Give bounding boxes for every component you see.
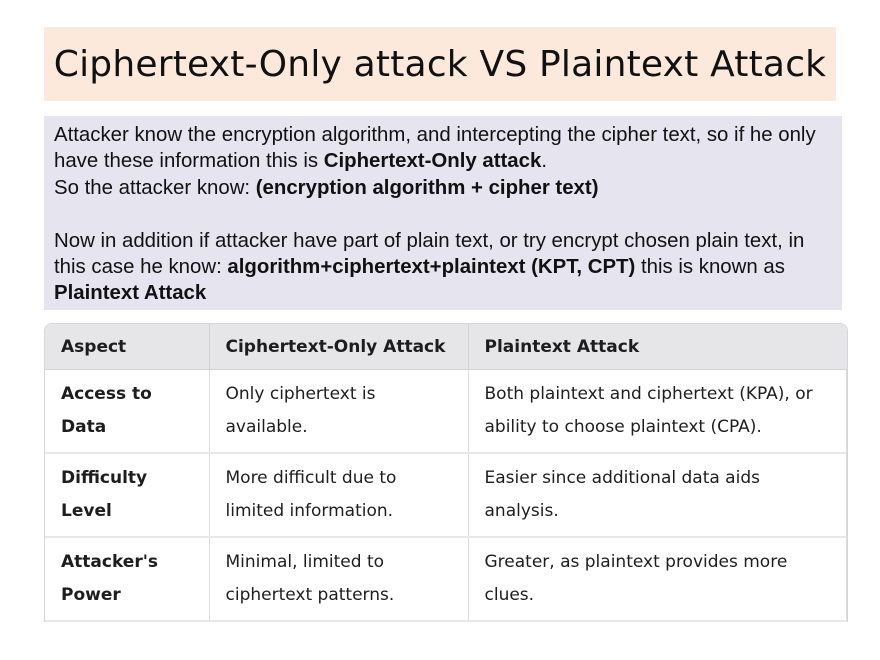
text: .	[541, 150, 547, 173]
cell-ciphertext-only: Only ciphertext is available.	[209, 369, 469, 454]
cell-aspect: Attacker's Power	[45, 537, 210, 622]
cell-aspect: Difficulty Level	[45, 453, 210, 538]
text: this is known as	[635, 256, 785, 279]
comparison-table: Aspect Ciphertext-Only Attack Plaintext …	[45, 324, 847, 622]
text: So the attacker know:	[54, 176, 256, 199]
paragraph-spacer	[54, 201, 832, 227]
description-paragraph-3: Now in addition if attacker have part of…	[54, 228, 832, 307]
cell-plaintext: Both plaintext and ciphertext (KPA), or …	[468, 369, 847, 454]
description-paragraph-1: Attacker know the encryption algorithm, …	[54, 122, 832, 175]
cell-plaintext: Greater, as plaintext provides more clue…	[468, 537, 847, 622]
cell-ciphertext-only: Minimal, limited to ciphertext patterns.	[209, 537, 469, 622]
comparison-table-container: Aspect Ciphertext-Only Attack Plaintext …	[44, 323, 848, 622]
text: Now in addition if attacker have part of…	[54, 229, 805, 279]
header-aspect: Aspect	[45, 324, 210, 370]
text: Attacker know the encryption algorithm, …	[54, 124, 816, 173]
bold-term: Ciphertext-Only attack	[323, 150, 542, 173]
cell-plaintext: Easier since additional data aids analys…	[468, 453, 847, 538]
bold-term: Plaintext Attack	[54, 282, 207, 305]
table-header-row: Aspect Ciphertext-Only Attack Plaintext …	[45, 324, 847, 370]
table-row: Attacker's Power Minimal, limited to cip…	[45, 537, 847, 622]
table-row: Access to Data Only ciphertext is availa…	[45, 369, 847, 454]
title-banner: Ciphertext-Only attack VS Plaintext Atta…	[44, 27, 836, 101]
header-plaintext: Plaintext Attack	[468, 324, 847, 370]
bold-term: algorithm+ciphertext+plaintext (KPT, CPT…	[227, 256, 636, 279]
description-box: Attacker know the encryption algorithm, …	[44, 116, 842, 310]
cell-aspect: Access to Data	[45, 369, 210, 454]
bold-term: (encryption algorithm + cipher text)	[255, 176, 599, 199]
slide-title: Ciphertext-Only attack VS Plaintext Atta…	[53, 43, 827, 85]
table-row: Difficulty Level More difficult due to l…	[45, 453, 847, 538]
description-paragraph-2: So the attacker know: (encryption algori…	[54, 175, 832, 201]
header-ciphertext-only: Ciphertext-Only Attack	[209, 324, 469, 370]
cell-ciphertext-only: More difficult due to limited informatio…	[209, 453, 469, 538]
